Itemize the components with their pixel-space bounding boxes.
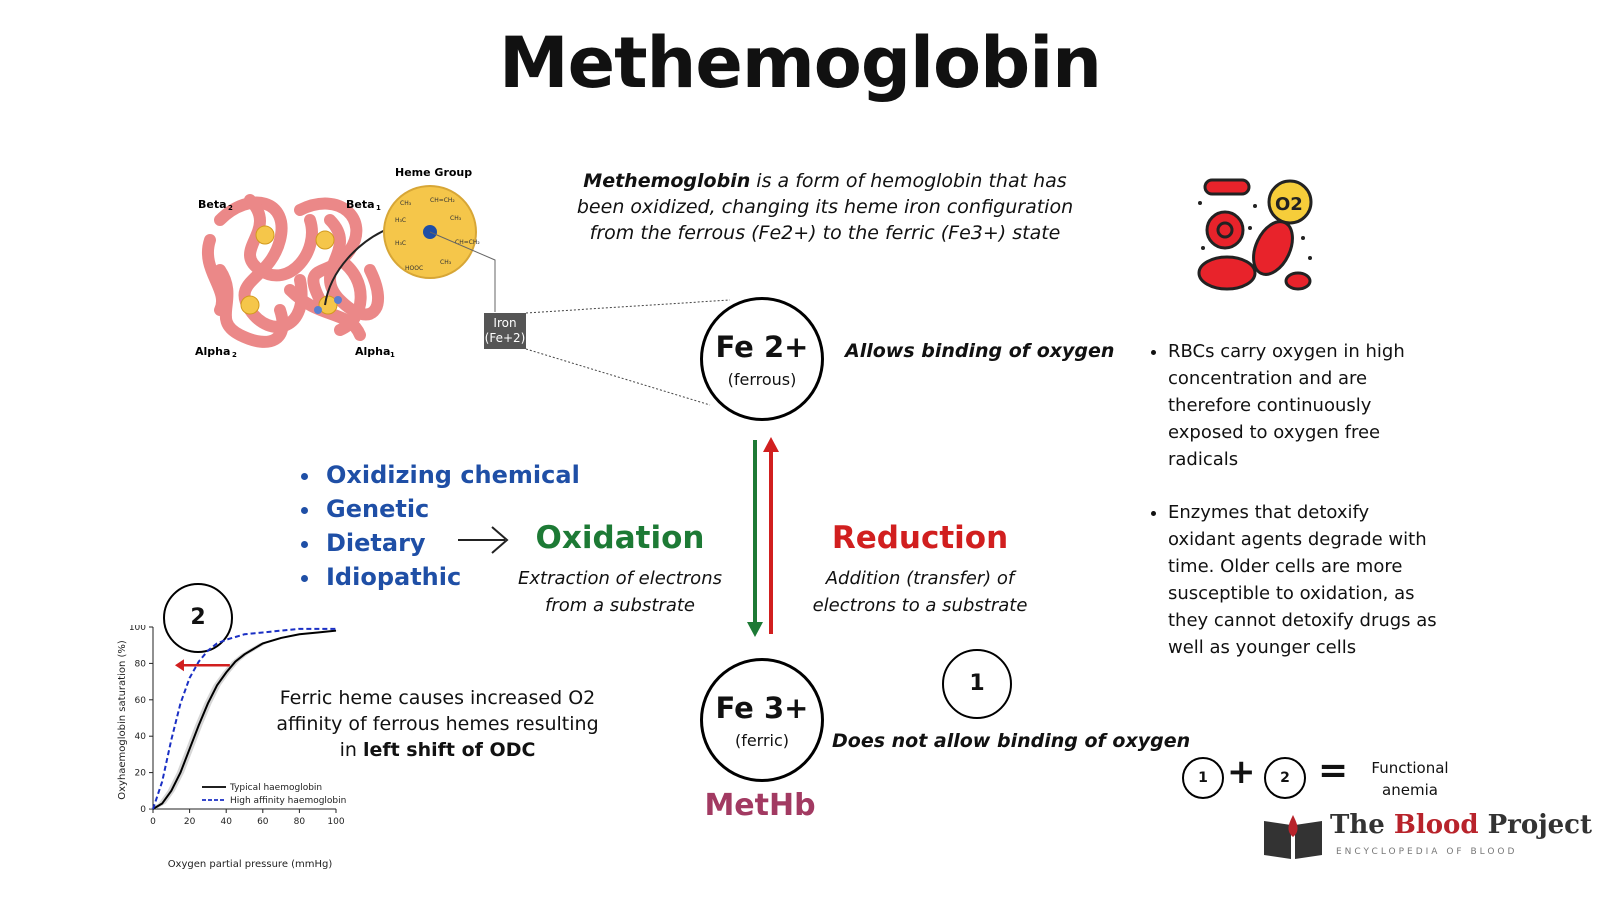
- odc-x-tick-label: 20: [184, 817, 196, 827]
- odc-y-tick-label: 40: [135, 732, 147, 742]
- bullet-item: RBCs carry oxygen in high concentration …: [1168, 338, 1438, 473]
- oxidation-label: Oxidation: [535, 520, 705, 556]
- fe2-note: Allows binding of oxygen: [845, 340, 1115, 362]
- logo-part2: Blood: [1393, 810, 1479, 840]
- beta1-sub: 1: [376, 204, 381, 212]
- ferric-line2: affinity of ferrous hemes resulting: [276, 713, 599, 735]
- bullet-item: Enzymes that detoxify oxidant agents deg…: [1168, 499, 1438, 661]
- causes-list: Oxidizing chemical Genetic Dietary Idiop…: [298, 458, 580, 594]
- logo-part1: The: [1330, 810, 1394, 840]
- marker-one: 1: [942, 649, 1012, 719]
- reduction-arrowhead: [763, 437, 779, 452]
- odc-x-tick-label: 40: [220, 817, 232, 827]
- odc-legend-label: Typical haemoglobin: [229, 783, 322, 793]
- o2-icon-text: O2: [1275, 194, 1303, 215]
- oxidation-desc-line1: Extraction of electrons: [518, 568, 722, 589]
- logo-part3: Project: [1478, 810, 1593, 840]
- svg-text:H₃C: H₃C: [395, 217, 406, 224]
- svg-text:CH=CH₂: CH=CH₂: [430, 197, 455, 204]
- equation-one: 1: [1182, 757, 1224, 799]
- iron-label-sub: (Fe+2): [484, 331, 526, 345]
- equation-result: Functional anemia: [1371, 759, 1449, 799]
- ferric-line3: in left shift of ODC: [275, 737, 600, 763]
- ferric-text: Ferric heme causes increased O2 affinity…: [275, 685, 600, 763]
- iron-label-text: Iron: [493, 316, 517, 330]
- odc-xlabel: Oxygen partial pressure (mmHg): [168, 859, 333, 870]
- heme-group-label: Heme Group: [395, 166, 472, 179]
- odc-y-tick-label: 60: [135, 696, 147, 706]
- rbc-oxygen-icon: O2: [1197, 178, 1313, 291]
- reduction-desc-line1: Addition (transfer) of: [825, 568, 1015, 589]
- cause-item: Idiopathic: [322, 560, 580, 594]
- equation-two: 2: [1264, 757, 1306, 799]
- reduction-desc: Addition (transfer) of electrons to a su…: [800, 565, 1040, 619]
- odc-x-tick-label: 100: [327, 817, 344, 827]
- odc-x-tick-label: 80: [294, 817, 306, 827]
- alpha2-label: Alpha: [195, 345, 230, 358]
- odc-lines: [149, 627, 340, 810]
- iron-label: Iron (Fe+2): [484, 313, 526, 349]
- beta2-label: Beta: [198, 198, 227, 211]
- cause-item: Genetic: [322, 492, 580, 526]
- definition-bold: Methemoglobin: [583, 170, 751, 192]
- hemoglobin-illustration: CH₃ CH=CH₂ H₃C CH₃ H₃C CH=CH₂ HOOC CH₃ Heme …: [195, 166, 496, 359]
- page-title: Methemoglobin: [498, 22, 1102, 104]
- svg-text:H₃C: H₃C: [395, 240, 406, 247]
- svg-text:CH₃: CH₃: [450, 215, 462, 222]
- fe2-label: Fe 2+: [715, 330, 809, 364]
- plus-sign: +: [1227, 752, 1256, 792]
- causes-arrowhead: [491, 526, 509, 554]
- alpha1-sub: 1: [390, 351, 395, 359]
- cause-item: Dietary: [322, 526, 580, 560]
- odc-y-tick-label: 0: [140, 805, 146, 815]
- fe3-sub: (ferric): [734, 731, 790, 750]
- svg-text:CH₃: CH₃: [440, 259, 452, 266]
- fe2-circle: Fe 2+ (ferrous): [700, 297, 824, 421]
- info-bullets: RBCs carry oxygen in high concentration …: [1148, 338, 1438, 687]
- odc-y-tick-label: 100: [129, 625, 146, 633]
- book-logo-icon: [1264, 815, 1322, 859]
- svg-text:CH₃: CH₃: [400, 200, 412, 207]
- svg-text:CH=CH₂: CH=CH₂: [455, 239, 480, 246]
- odc-y-tick-label: 20: [135, 769, 147, 779]
- odc-x-tick-label: 0: [150, 817, 156, 827]
- beta1-label: Beta: [346, 198, 375, 211]
- oxidation-desc: Extraction of electrons from a substrate: [515, 565, 725, 619]
- logo-text: The Blood Project: [1330, 810, 1592, 840]
- odc-chart: 0 20 40 60 80 100 0 20 40 60 80 100 Typical haemogl…: [117, 625, 346, 870]
- odc-ylabel: Oxyhaemoglobin saturation (%): [117, 640, 128, 800]
- left-shift-arrowhead: [174, 659, 184, 672]
- ferric-line1: Ferric heme causes increased O2: [279, 687, 596, 709]
- reduction-label: Reduction: [831, 520, 1009, 556]
- odc-series-line-1: [152, 627, 336, 810]
- cause-item: Oxidizing chemical: [322, 458, 580, 492]
- definition-text: Methemoglobin is a form of hemoglobin th…: [575, 168, 1075, 246]
- odc-x-tick-label: 60: [257, 817, 269, 827]
- odc-axes: 0 20 40 60 80 100 0 20 40 60 80 100: [129, 625, 345, 827]
- fe3-circle: Fe 3+ (ferric): [700, 658, 824, 782]
- alpha1-label: Alpha: [355, 345, 390, 358]
- reduction-desc-line2: electrons to a substrate: [812, 595, 1028, 616]
- svg-text:HOOC: HOOC: [405, 265, 423, 272]
- odc-typical-band: [149, 630, 340, 809]
- definition-rest: is a form of hemoglobin that has been ox…: [576, 170, 1074, 244]
- methb-label: MetHb: [704, 788, 816, 823]
- odc-y-tick-label: 80: [135, 659, 147, 669]
- alpha2-sub: 2: [232, 351, 237, 359]
- fe3-label: Fe 3+: [715, 691, 809, 725]
- ferric-line3-bold: left shift of ODC: [362, 739, 536, 761]
- odc-legend-label: High affinity haemoglobin: [230, 796, 346, 806]
- fe3-note: Does not allow binding of oxygen: [832, 730, 1191, 752]
- beta2-sub: 2: [228, 204, 233, 212]
- equals-sign: =: [1318, 750, 1349, 791]
- fe2-sub: (ferrous): [727, 370, 797, 389]
- logo-subtitle: ENCYCLOPEDIA OF BLOOD: [1336, 847, 1518, 857]
- oxidation-arrowhead: [747, 622, 763, 637]
- ferric-line3-pre: in: [339, 739, 363, 761]
- oxidation-desc-line2: from a substrate: [545, 595, 695, 616]
- odc-series-line-0: [152, 629, 337, 810]
